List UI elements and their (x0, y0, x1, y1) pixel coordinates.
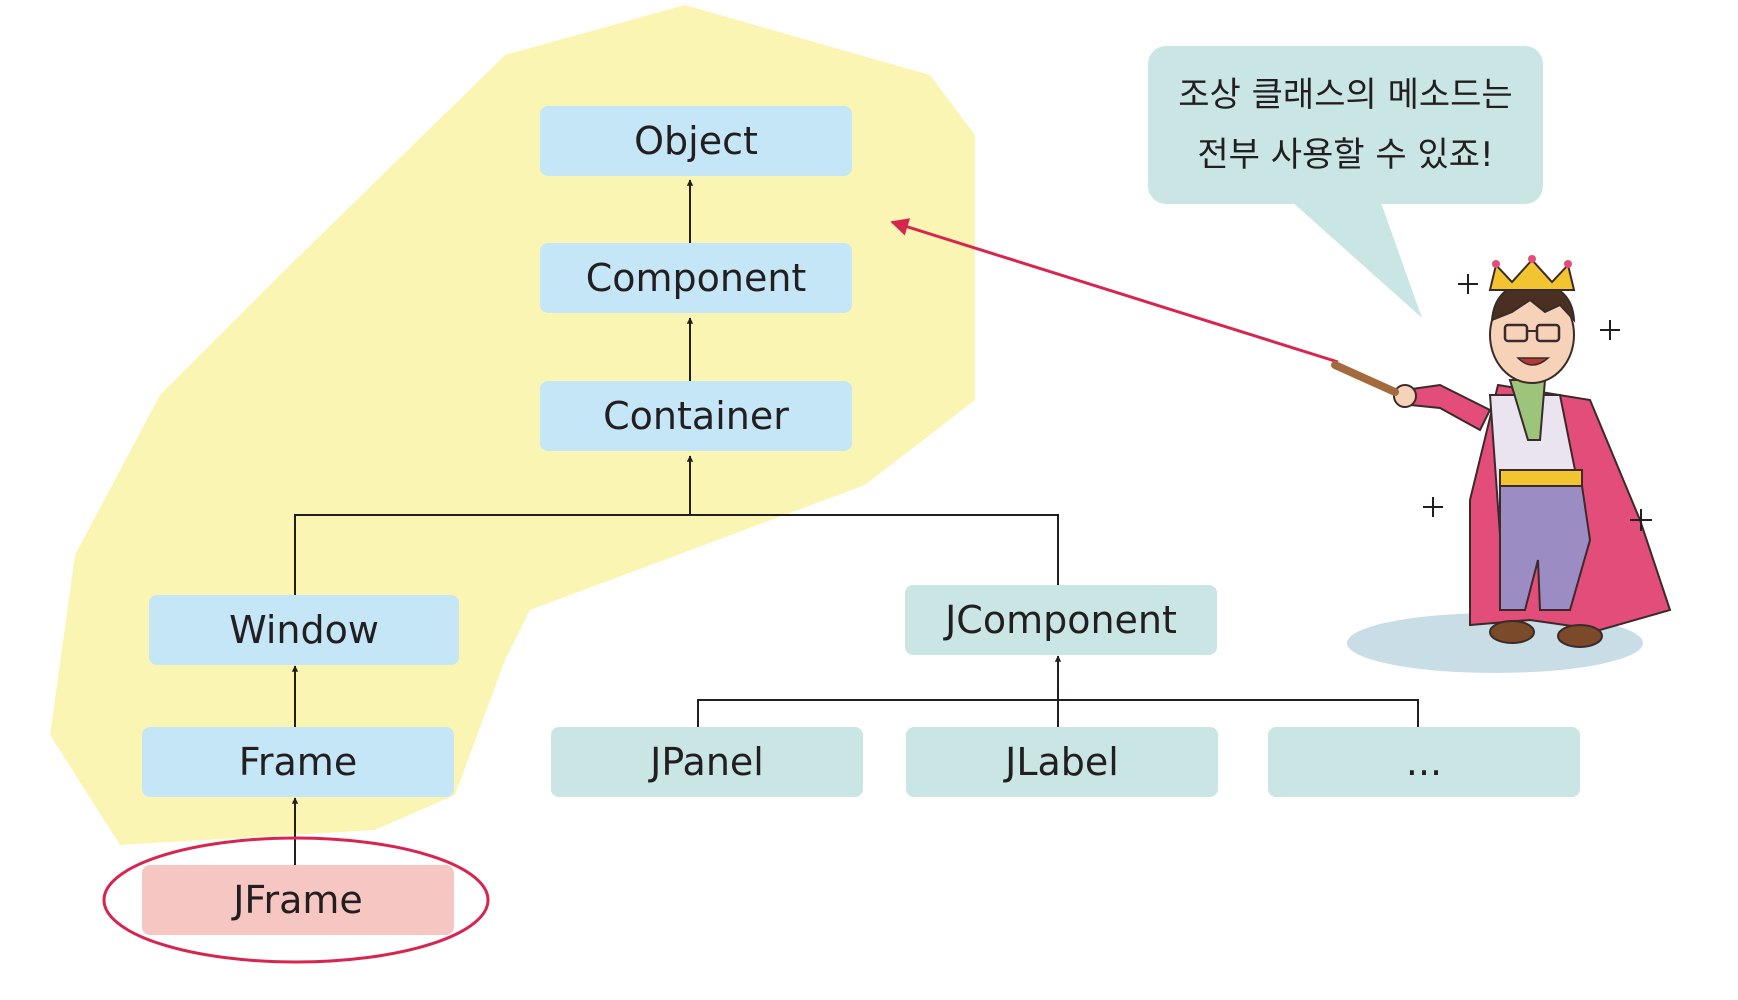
class-container-label: Container (603, 394, 789, 438)
class-frame-label: Frame (238, 740, 358, 784)
class-object-label: Object (634, 119, 758, 163)
speech-line-1: 조상 클래스의 메소드는 (1178, 75, 1513, 115)
class-jpanel-label: JPanel (650, 740, 764, 784)
class-jlabel-box: JLabel (906, 727, 1218, 797)
edge-window-container (294, 514, 690, 595)
jframe-highlight-ellipse (102, 836, 490, 964)
pointer-arrow (890, 218, 1339, 364)
class-jpanel-box: JPanel (551, 727, 863, 797)
edge-more-jcomponent (1058, 699, 1419, 727)
class-more-label: ... (1405, 740, 1443, 784)
class-more-box: ... (1268, 727, 1580, 797)
edge-jpanel-jcomponent (697, 699, 1058, 727)
class-component-label: Component (585, 256, 807, 300)
edge-jcomponent-container (690, 514, 1059, 585)
class-jlabel-label: JLabel (1005, 740, 1119, 784)
class-frame-box: Frame (142, 727, 454, 797)
sparkle-icon (1423, 274, 1652, 531)
class-jframe-label: JFrame (233, 878, 363, 922)
class-component-box: Component (540, 243, 852, 313)
class-container-box: Container (540, 381, 852, 451)
class-object-box: Object (540, 106, 852, 176)
class-window-box: Window (149, 595, 459, 665)
class-jcomponent-box: JComponent (905, 585, 1217, 655)
speech-bubble: 조상 클래스의 메소드는 전부 사용할 수 있죠! (1148, 46, 1543, 204)
speech-bubble-tail (1290, 200, 1422, 318)
class-jframe-box: JFrame (142, 865, 454, 935)
class-jcomponent-label: JComponent (945, 598, 1177, 642)
class-window-label: Window (229, 608, 379, 652)
speech-line-2: 전부 사용할 수 있죠! (1197, 135, 1494, 175)
king-character-icon (1331, 255, 1672, 673)
